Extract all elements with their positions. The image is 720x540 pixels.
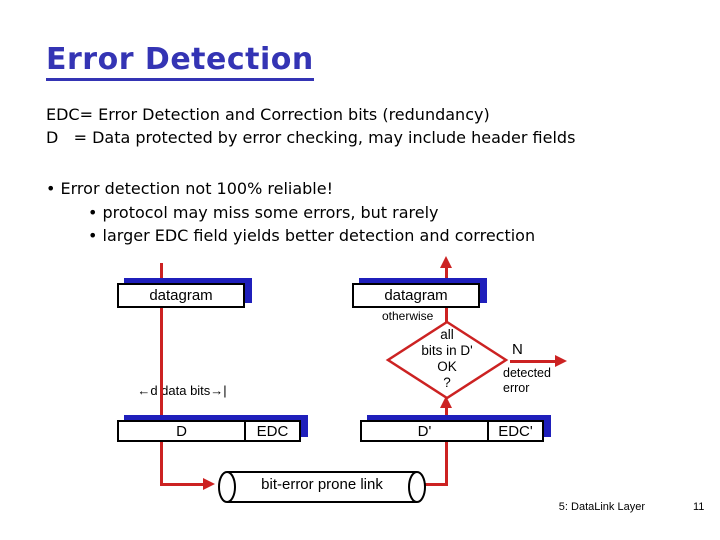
branch-n-line [510,360,557,363]
receiver-flow-line-vertical [445,406,448,486]
detected-label: detected [503,366,551,380]
sender-datagram-box: datagram [117,283,245,308]
branch-n-label: N [512,341,523,358]
decision-diamond [385,320,509,400]
arrow-into-link-icon [203,478,215,490]
arrow-into-decision-icon [440,396,452,408]
subbullet-larger-edc: • larger EDC field yields better detecti… [88,226,536,245]
arrow-detected-error-icon [555,355,567,367]
decision-line-3: OK [437,359,457,374]
decision-line-2: bits in D' [421,343,473,358]
definition-d: D = Data protected by error checking, ma… [46,128,576,147]
footer-page-number: 11 [693,501,705,513]
receiver-frame-box: D' EDC' [360,420,544,442]
sender-frame-box: D EDC [117,420,301,442]
bullet-reliability: • Error detection not 100% reliable! [46,179,333,198]
definition-edc: EDC= Error Detection and Correction bits… [46,105,490,124]
footer-section-label: 5: DataLink Layer [558,501,645,513]
sender-flow-line-vertical [160,263,163,485]
sender-flow-line-horizontal [160,483,204,486]
arrow-datagram-up-icon [440,256,452,268]
sender-d-field: D [176,422,187,440]
receiver-flow-line-horizontal [424,483,448,486]
receiver-datagram-label: datagram [384,287,448,304]
decision-text: all bits in D' OK ? [387,327,507,391]
otherwise-label: otherwise [382,309,434,323]
receiver-datagram-box: datagram [352,283,480,308]
error-label: error [503,381,530,395]
receiver-d-field: D' [417,422,432,440]
receiver-edc-field: EDC' [487,422,542,440]
page-title: Error Detection [46,42,314,81]
bit-error-link-label: bit-error prone link [261,476,383,493]
decision-line-4: ? [443,375,451,390]
subbullet-protocol: • protocol may miss some errors, but rar… [88,203,439,222]
d-data-bits-label: ←d data bits→| [137,383,227,398]
bit-error-link-cylinder [218,471,426,503]
decision-line-1: all [440,327,454,342]
sender-edc-field: EDC [244,422,299,440]
sender-datagram-label: datagram [149,287,213,304]
